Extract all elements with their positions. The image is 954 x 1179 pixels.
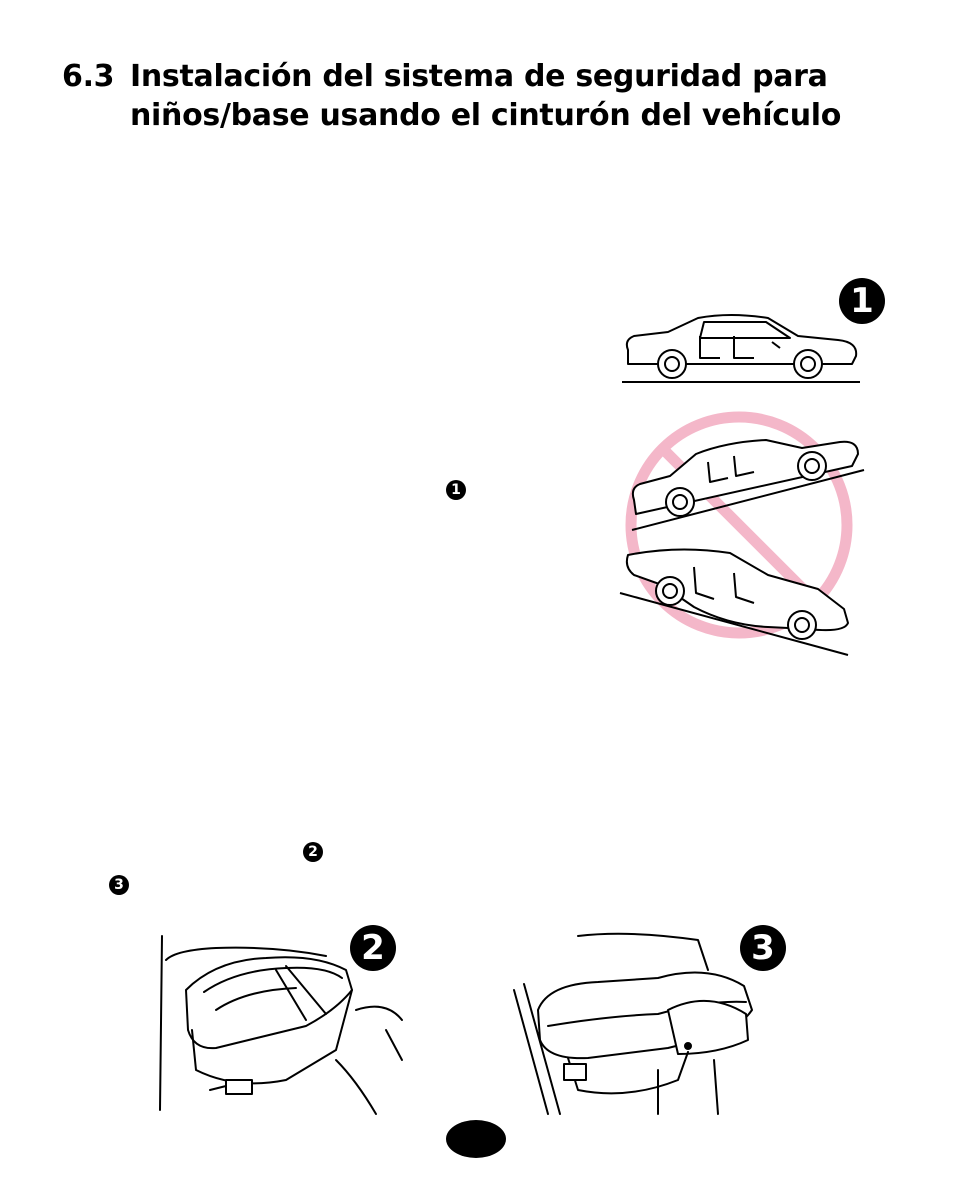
section-title: 6.3 Instalación del sistema de seguridad …	[62, 57, 942, 135]
section-title-line2: niños/base usando el cinturón del vehícu…	[130, 98, 842, 133]
page-number-oval	[446, 1120, 506, 1158]
figure-2-marker: 2	[350, 925, 396, 971]
figure-3-carrier-illustration	[513, 932, 753, 1115]
car-uphill-illustration	[631, 439, 865, 531]
figure-1-marker: 1	[839, 278, 885, 324]
car-downhill-illustration	[619, 548, 849, 656]
section-title-line1: Instalación del sistema de seguridad par…	[130, 59, 828, 94]
text-ref-3-marker: 3	[109, 875, 129, 895]
figure-2-carrier-illustration	[159, 935, 403, 1115]
section-number: 6.3	[62, 59, 115, 94]
text-ref-2-marker: 2	[303, 842, 323, 862]
text-ref-1-marker: 1	[446, 480, 466, 500]
figure-3-marker: 3	[740, 925, 786, 971]
car-level-illustration	[622, 314, 860, 383]
